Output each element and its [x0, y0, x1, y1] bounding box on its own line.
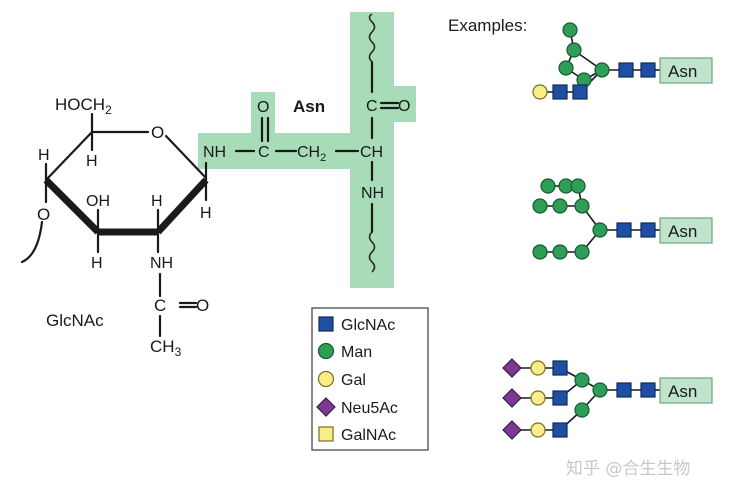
legend-item-neu5ac: Neu5Ac: [316, 397, 398, 417]
asn-title: Asn: [293, 97, 325, 116]
man-circle: [594, 62, 610, 78]
man-circle: [570, 178, 586, 194]
yellow-square-icon: [318, 426, 334, 442]
purple-diamond-icon: [316, 397, 336, 417]
acetyl-c-label: C: [154, 296, 166, 315]
man-circle: [532, 244, 548, 260]
glcnac-bonds: [20, 112, 209, 338]
o-amide-label: O: [257, 99, 269, 116]
man-circle: [574, 402, 590, 418]
glcnac-square: [640, 62, 656, 78]
legend-label: Man: [341, 344, 372, 361]
watermark: 知乎 @合生生物: [566, 459, 690, 479]
asn-box-label: Asn: [668, 382, 697, 401]
glcnac-square: [618, 62, 634, 78]
examples-title: Examples:: [448, 16, 527, 35]
glcnac-square: [552, 84, 568, 100]
man-circle: [566, 42, 582, 58]
glcnac-labels: HOCH2 O H H O OH H H H NH C O CH3 GlcNAc: [37, 95, 212, 359]
ch2-label: CH2: [297, 144, 326, 164]
legend-item-gal: Gal: [317, 370, 366, 389]
man-circle: [540, 178, 556, 194]
man-circle: [592, 222, 608, 238]
nh-ring-label: NH: [150, 255, 173, 272]
gal-circle: [530, 422, 546, 438]
man-circle: [592, 382, 608, 398]
ch3-label: CH3: [150, 337, 182, 359]
neu5ac-diamond: [502, 420, 522, 440]
gal-circle: [532, 84, 548, 100]
glcnac-square: [616, 382, 632, 398]
man-circle: [552, 244, 568, 260]
legend-item-man: Man: [317, 342, 372, 361]
gal-circle: [530, 390, 546, 406]
glcnac-name-label: GlcNAc: [46, 311, 104, 330]
h-c3-label: H: [91, 255, 103, 272]
h-c4-label: H: [86, 153, 98, 170]
man-circle: [532, 198, 548, 214]
hoch2-label: HOCH2: [55, 95, 112, 117]
glcnac-square: [640, 222, 656, 238]
asn-box-label: Asn: [668, 222, 697, 241]
green-circle-icon: [317, 342, 335, 360]
legend-item-glcnac: GlcNAc: [318, 316, 395, 334]
glcnac-square: [552, 360, 568, 376]
man-circle: [574, 198, 590, 214]
glcnac-square: [572, 84, 588, 100]
asn-box: [659, 217, 713, 244]
o-backbone-label: O: [398, 98, 410, 115]
asn-box-label: Asn: [668, 62, 697, 81]
example-glycan-3: Asn: [502, 358, 713, 440]
example-glycan-1: Asn: [532, 22, 713, 100]
c-amide-label: C: [258, 144, 270, 161]
glcnac-square: [640, 382, 656, 398]
legend: GlcNAc Man Gal Neu5Ac GalNAc: [311, 307, 429, 451]
nh-backbone-label: NH: [361, 185, 384, 202]
h-c1-label: H: [200, 205, 212, 222]
neu5ac-diamond: [502, 388, 522, 408]
asn-bonds: [234, 13, 400, 273]
legend-label: Neu5Ac: [341, 400, 398, 417]
man-circle: [562, 22, 578, 38]
oh-label: OH: [86, 193, 110, 210]
glcnac-square: [552, 422, 568, 438]
legend-item-galnac: GalNAc: [318, 426, 396, 444]
glycosidic-oxygen-label: O: [37, 205, 50, 224]
legend-label: GlcNAc: [341, 317, 395, 334]
glcnac-square: [616, 222, 632, 238]
nh-amide-label: NH: [203, 144, 226, 161]
h-left-label: H: [38, 147, 50, 164]
acetyl-o-label: O: [196, 296, 209, 315]
ring-oxygen-label: O: [151, 123, 164, 142]
legend-label: Gal: [341, 372, 366, 389]
man-circle: [558, 60, 574, 76]
gal-circle: [530, 360, 546, 376]
legend-label: GalNAc: [341, 427, 396, 444]
glcnac-square: [552, 390, 568, 406]
asn-box: [659, 57, 713, 84]
man-circle: [552, 198, 568, 214]
blue-square-icon: [318, 316, 334, 332]
man-circle: [574, 372, 590, 388]
yellow-circle-icon: [317, 370, 335, 388]
neu5ac-diamond: [502, 358, 522, 378]
c-backbone-label: C: [366, 98, 378, 115]
asn-labels: Asn NH C O CH2 CH C O NH: [203, 97, 410, 202]
asn-box: [659, 377, 713, 404]
h-c2-top-label: H: [151, 193, 163, 210]
ch-alpha-label: CH: [360, 144, 383, 161]
man-circle: [574, 244, 590, 260]
example-glycan-2: Asn: [532, 178, 713, 260]
